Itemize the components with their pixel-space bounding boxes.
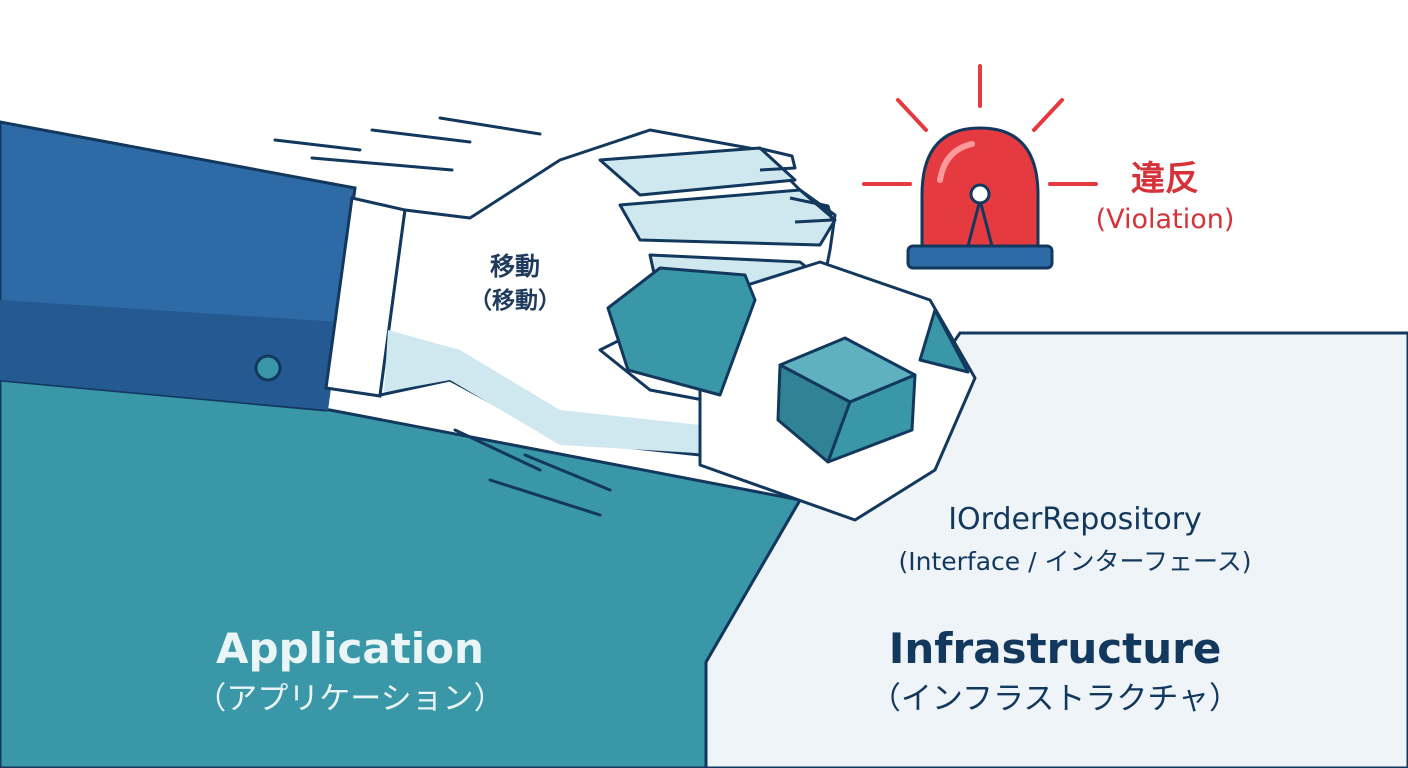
sleeve [0,120,407,412]
infrastructure-label-sub: （インフラストラクチャ） [869,681,1241,717]
motion-lines [273,116,612,517]
interface-label: IOrderRepository (Interface / インターフェース) [820,498,1330,582]
violation-label-main: 違反 [1131,159,1199,199]
cube-icon [776,336,917,464]
sleeve-button [254,354,282,382]
siren-icon [862,64,1098,270]
move-label-sub: （移動） [469,288,561,314]
move-label: 移動 （移動） [440,250,590,318]
infrastructure-label-main: Infrastructure [888,624,1222,673]
infrastructure-label: Infrastructure （インフラストラクチャ） [800,622,1310,722]
interface-label-sub: (Interface / インターフェース) [898,547,1252,576]
application-layer [0,378,803,768]
violation-label: 違反 (Violation) [1060,156,1270,238]
move-label-main: 移動 [489,252,540,281]
application-label-sub: （アプリケーション） [195,681,505,717]
application-label-main: Application [216,624,484,673]
violation-label-sub: (Violation) [1095,204,1235,235]
interface-label-main: IOrderRepository [948,502,1202,537]
application-label: Application （アプリケーション） [130,622,570,722]
